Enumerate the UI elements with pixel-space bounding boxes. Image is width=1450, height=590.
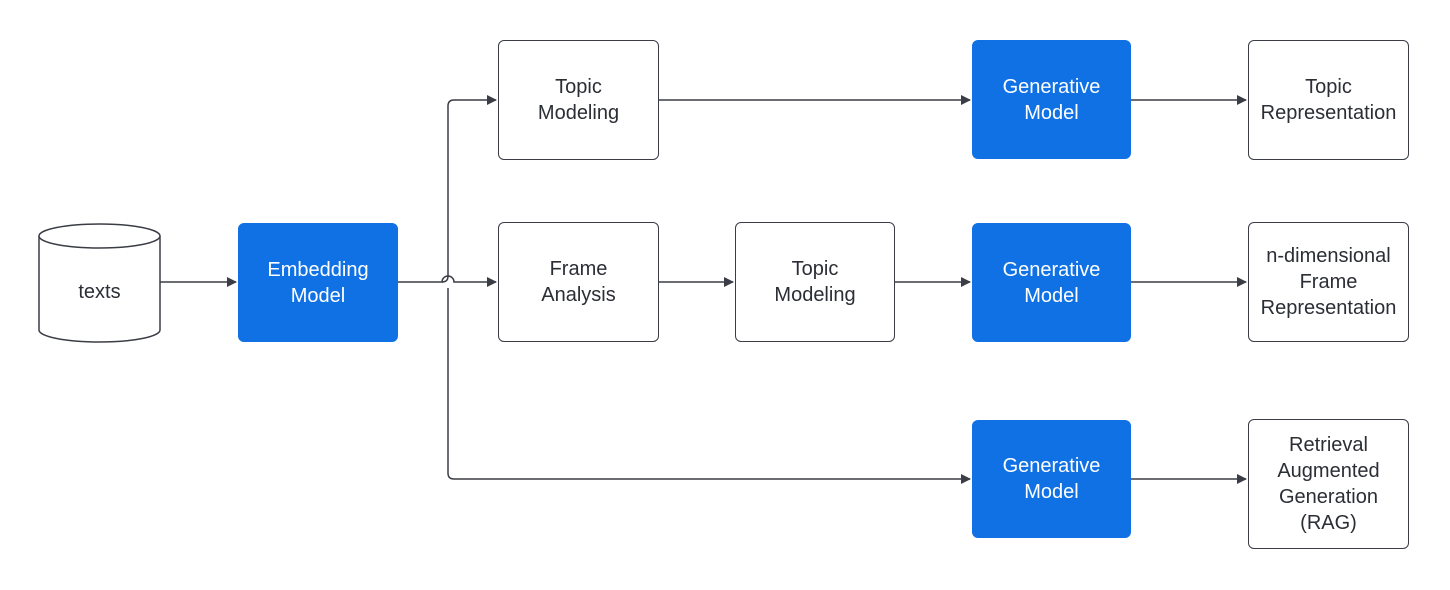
generative-model-frame-node[interactable]: Generative Model [972, 223, 1131, 342]
generative-model-rag-label: Generative Model [1002, 455, 1101, 503]
rag-node[interactable]: Retrieval Augmented Generation (RAG) [1248, 419, 1409, 549]
embedding-model-label: Embedding Model [267, 258, 369, 307]
generative-model-frame-label: Generative Model [1002, 258, 1101, 307]
frame-analysis-node[interactable]: Frame Analysis [498, 222, 659, 342]
edge-embedding-to-topic-modeling [441, 95, 497, 283]
generative-model-rag-node[interactable]: Generative Model [972, 420, 1131, 538]
topic-modeling-frame-label: Topic Modeling [774, 258, 856, 306]
edge-embedding-to-generative-model-rag [447, 288, 971, 484]
topic-modeling-label: Topic Modeling [537, 76, 620, 124]
topic-representation-node[interactable]: Topic Representation [1248, 40, 1409, 160]
texts-database-icon [38, 223, 161, 343]
embedding-model-node[interactable]: Embedding Model [238, 223, 398, 342]
topic-modeling-node[interactable]: Topic Modeling [498, 40, 659, 160]
texts-label: texts [78, 280, 121, 303]
rag-label: Retrieval Augmented Generation (RAG) [1277, 434, 1380, 534]
topic-representation-label: Topic Representation [1260, 76, 1397, 124]
frame-analysis-label: Frame Analysis [541, 258, 616, 306]
generative-model-topic-node[interactable]: Generative Model [972, 40, 1131, 159]
generative-model-topic-label: Generative Model [1002, 75, 1101, 124]
frame-representation-node[interactable]: n-dimensional Frame Representation [1248, 222, 1409, 342]
frame-representation-label: n-dimensional Frame Representation [1260, 245, 1397, 319]
topic-modeling-frame-node[interactable]: Topic Modeling [735, 222, 895, 342]
